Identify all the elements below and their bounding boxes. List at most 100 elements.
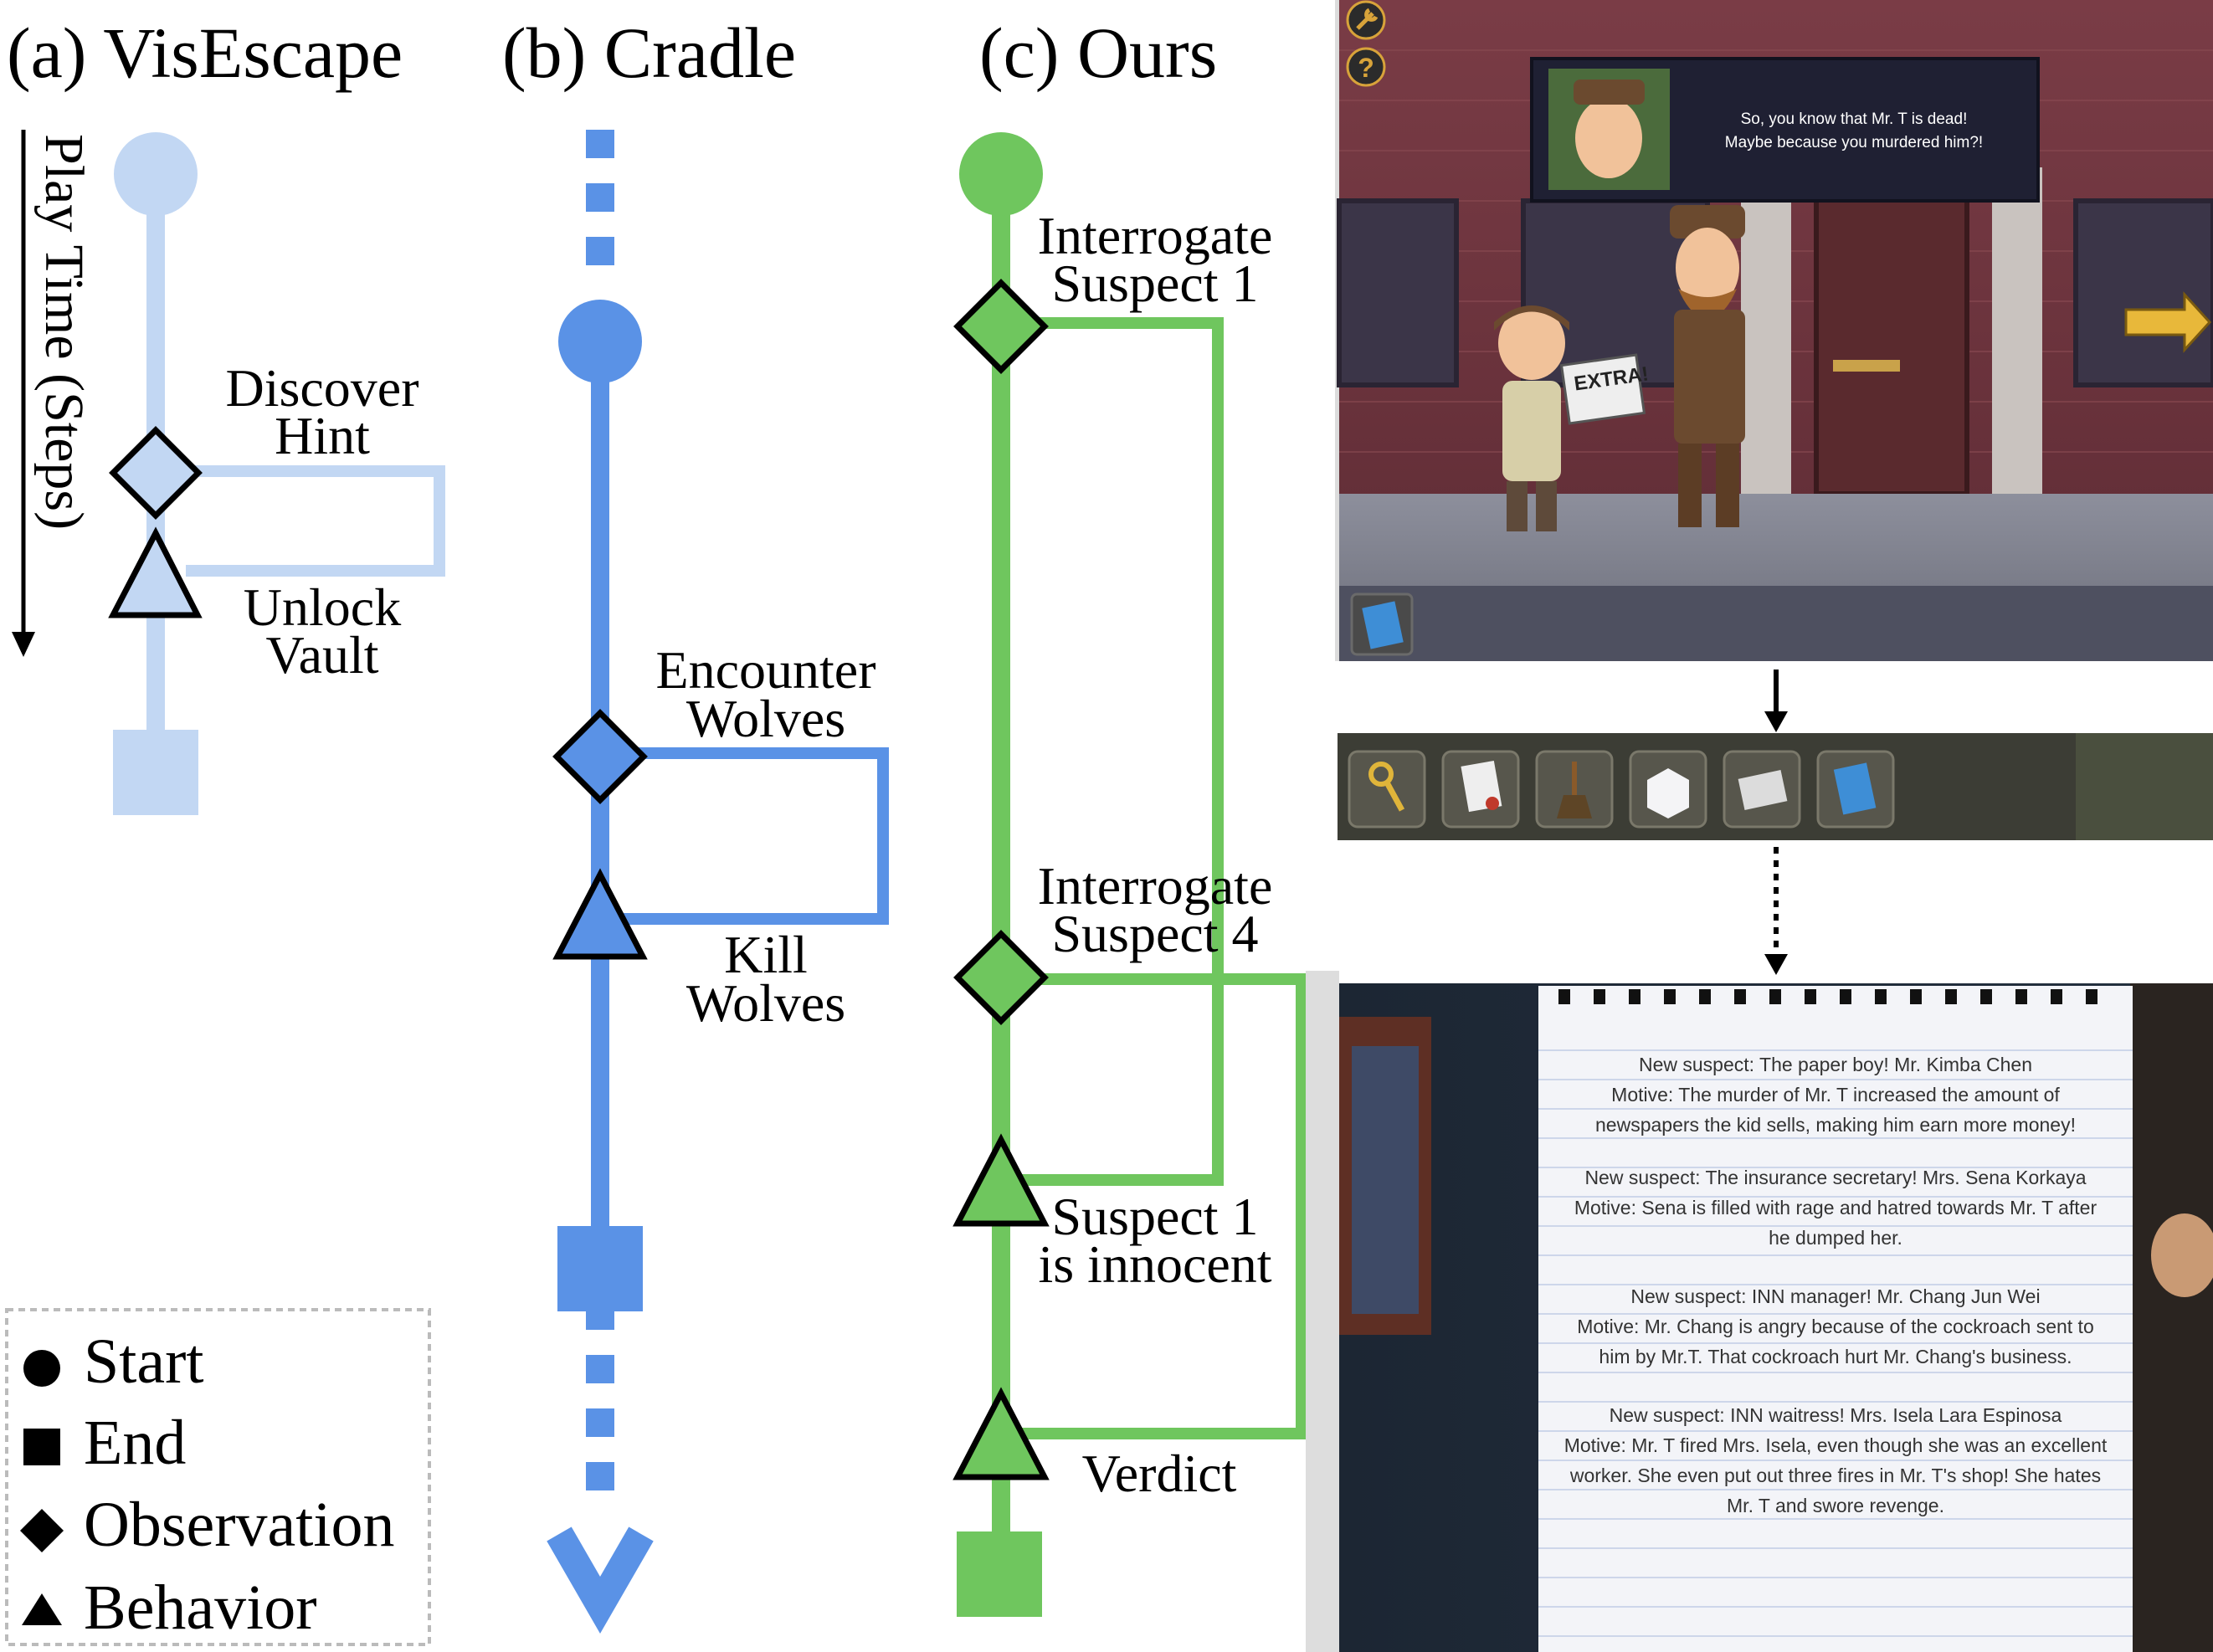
- window-left: [1337, 198, 1459, 387]
- ours-behavior-1-label-2: is innocent: [1038, 1234, 1271, 1294]
- street-bottom-bar: [1339, 586, 2213, 661]
- notebook-line: Mr. T and swore revenge.: [1727, 1495, 1944, 1516]
- notebook-line: Motive: Sena is filled with rage and hat…: [1574, 1197, 2097, 1218]
- dialog-line-2: Maybe because you murdered him?!: [1725, 134, 1983, 151]
- notebook-inv-icon: [1833, 762, 1877, 815]
- panel-a: (a) VisEscape Play Time (Steps) Discover…: [7, 13, 445, 815]
- paperboy-character: [1494, 305, 1569, 531]
- ours-observation-2-label-2: Suspect 4: [1051, 904, 1258, 963]
- inventory-bar: [1338, 733, 2213, 840]
- time-axis-label: Play Time (Steps): [33, 134, 95, 530]
- notebook-line: newspapers the kid sells, making him ear…: [1595, 1114, 2076, 1136]
- dialog-line-1: So, you know that Mr. T is dead!: [1741, 110, 1968, 128]
- cradle-start-node: [558, 300, 642, 383]
- notebook-line: Motive: Mr. T fired Mrs. Isela, even tho…: [1564, 1434, 2108, 1456]
- window-right: [2073, 198, 2213, 387]
- legend-start-label: Start: [84, 1326, 204, 1397]
- legend-end-icon: [23, 1429, 60, 1465]
- pillar-right: [1992, 167, 2042, 494]
- ours-observation-1-label-2: Suspect 1: [1051, 254, 1258, 313]
- notebook-icon: [1362, 601, 1404, 649]
- newspaper-icon: [1738, 770, 1788, 810]
- door-mail-slot: [1833, 360, 1900, 372]
- zoom-connector-bottom: [1306, 971, 1339, 1652]
- notebook-line: New suspect: The paper boy! Mr. Kimba Ch…: [1639, 1054, 2032, 1075]
- document-seal: [1486, 797, 1499, 810]
- legend-end-label: End: [84, 1408, 186, 1478]
- game-street-screenshot: EXTRA! So, you know that Mr. T is dead! …: [1337, 0, 2213, 661]
- inventory-slot-key[interactable]: [1348, 750, 1426, 829]
- question-icon[interactable]: [1346, 47, 1386, 87]
- time-axis-arrowhead: [12, 632, 35, 657]
- panel-c: (c) Ours Interrogate Suspect 1 Interroga…: [952, 13, 1307, 1617]
- visescape-observation-node: [109, 426, 203, 520]
- ours-behavior-2-label: Verdict: [1082, 1444, 1237, 1503]
- legend-behavior-label: Behavior: [84, 1572, 317, 1643]
- ours-behavior-1-label-1: Suspect 1: [1051, 1187, 1258, 1246]
- room-picture: [1352, 1046, 1419, 1314]
- door: [1814, 190, 1969, 496]
- cradle-observation-label-2: Wolves: [686, 689, 845, 748]
- question-glyph: ?: [1358, 53, 1374, 83]
- cradle-end-node: [557, 1226, 643, 1311]
- key-icon-shaft: [1384, 781, 1405, 812]
- legend-behavior-icon: [22, 1593, 62, 1625]
- ours-observation-2-label-1: Interrogate: [1038, 856, 1273, 916]
- legend-observation-label: Observation: [84, 1490, 394, 1560]
- notebook-spiral: [1558, 989, 2097, 1004]
- visescape-start-node: [114, 132, 198, 216]
- cradle-observation-label-1: Encounter: [656, 640, 876, 700]
- ours-start-node: [959, 132, 1043, 216]
- notebook-screenshot: New suspect: The paper boy! Mr. Kimba Ch…: [1339, 983, 2213, 1652]
- cradle-observation-node: [552, 709, 648, 804]
- visescape-behavior-label-2: Vault: [265, 625, 378, 685]
- notebook-page: [1538, 986, 2133, 1652]
- wrench-glyph: [1356, 8, 1379, 30]
- ours-observation-1-label-1: Interrogate: [1038, 206, 1273, 265]
- arrow-right-icon[interactable]: [2124, 291, 2212, 353]
- panel-c-title: (c) Ours: [979, 13, 1217, 93]
- notebook-line: New suspect: The insurance secretary! Mr…: [1584, 1167, 2086, 1188]
- pillar-left: [1741, 167, 1791, 494]
- visescape-end-node: [113, 730, 198, 815]
- dialog-portrait-face: [1575, 98, 1642, 178]
- visescape-loop-path: [186, 465, 445, 577]
- detective-character: [1670, 205, 1745, 527]
- notebook-line: him by Mr.T. That cockroach hurt Mr. Cha…: [1599, 1346, 2072, 1367]
- notebook-line: New suspect: INN manager! Mr. Chang Jun …: [1630, 1285, 2040, 1307]
- ours-loop-1-path: [1021, 317, 1224, 1186]
- ours-loop-2-path: [1021, 973, 1307, 1439]
- visescape-observation-label-2: Hint: [275, 406, 370, 465]
- panel-b-title: (b) Cradle: [502, 13, 796, 93]
- ours-behavior-node-2: [952, 1387, 1050, 1480]
- legend-observation-icon: [20, 1509, 64, 1552]
- cradle-loop-path: [624, 747, 889, 925]
- visescape-observation-label-1: Discover: [225, 358, 418, 418]
- notebook-line: Motive: The murder of Mr. T increased th…: [1611, 1084, 2060, 1106]
- ours-observation-node-1: [953, 279, 1049, 374]
- legend: Start End Observation Behavior: [5, 1308, 431, 1646]
- broom-head: [1557, 795, 1592, 818]
- legend-box: [5, 1308, 431, 1646]
- flow-arrowhead-1: [1764, 711, 1788, 732]
- cradle-continue-arrow: [547, 1526, 654, 1634]
- panel-a-title: (a) VisEscape: [7, 13, 403, 93]
- visescape-behavior-node: [108, 526, 203, 618]
- flow-arrowhead-2: [1764, 954, 1788, 975]
- cradle-behavior-label-2: Wolves: [686, 973, 845, 1033]
- notebook-line: New suspect: INN waitress! Mrs. Isela La…: [1610, 1404, 2062, 1426]
- visescape-behavior-label-1: Unlock: [244, 577, 401, 637]
- key-icon: [1368, 762, 1394, 787]
- ours-behavior-node-1: [952, 1133, 1050, 1227]
- dialog-portrait-hat: [1574, 80, 1645, 105]
- room-right-wall: [2130, 983, 2213, 1652]
- room-detective-face: [2151, 1213, 2213, 1297]
- ours-observation-node-2: [953, 930, 1049, 1025]
- notebook-line: worker. She even put out three fires in …: [1569, 1465, 2101, 1486]
- cradle-behavior-label-1: Kill: [724, 925, 808, 984]
- notebook-ruling: [1538, 1049, 2133, 1637]
- panel-b: (b) Cradle Encounter Wolves Kill Wolves: [502, 13, 889, 1634]
- notebook-line: he dumped her.: [1769, 1227, 1902, 1249]
- sugar-cube-icon: [1647, 768, 1689, 818]
- inventory-bar-right-bg: [2076, 733, 2213, 840]
